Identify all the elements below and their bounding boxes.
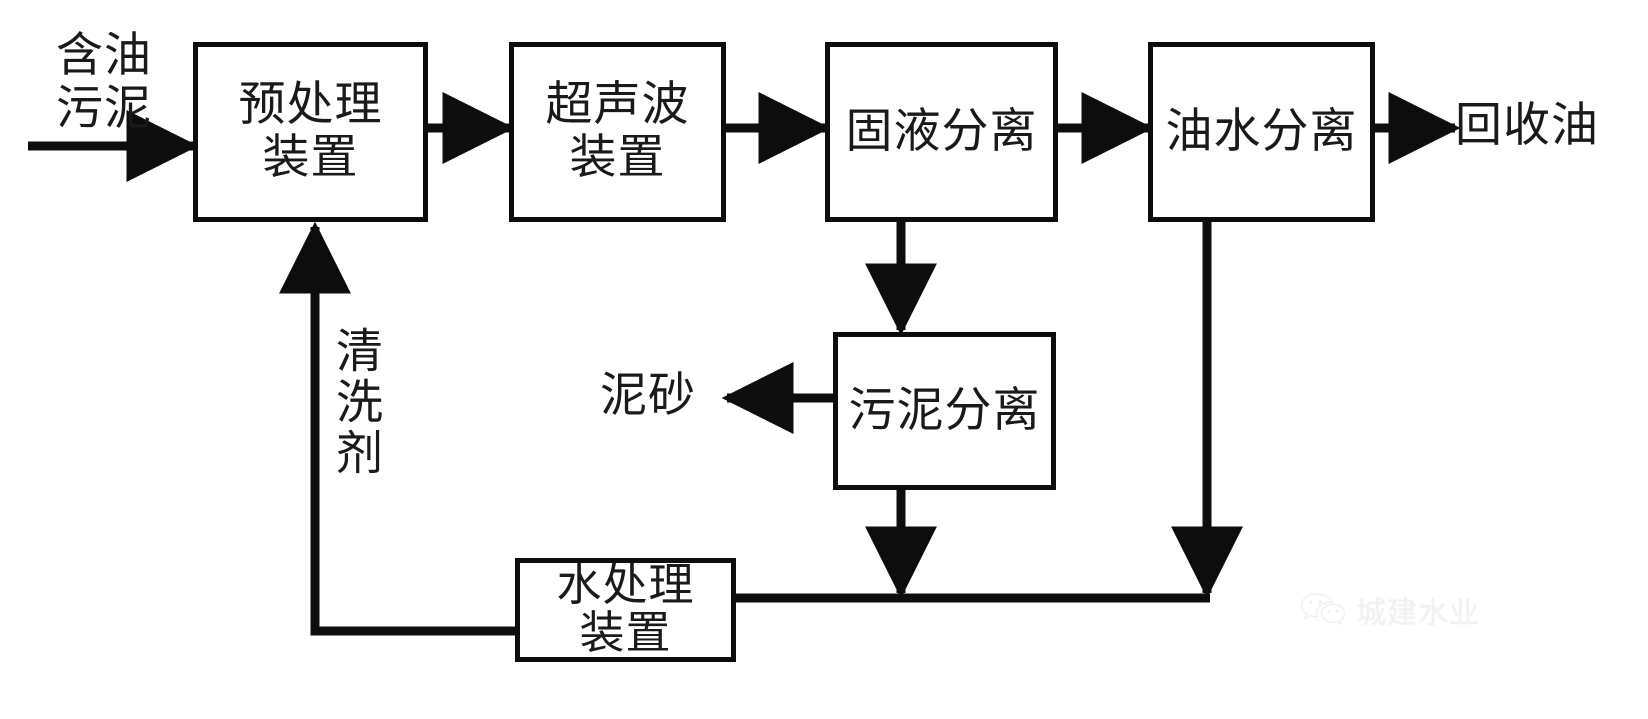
node-water-treatment[interactable]: 水处理 装置 [515, 558, 736, 662]
node-pretreatment[interactable]: 预处理 装置 [193, 42, 428, 222]
label-mud-sand: 泥砂 [600, 370, 696, 422]
node-sludge-separation[interactable]: 污泥分离 [833, 332, 1056, 490]
node-pretreatment-label: 预处理 装置 [238, 79, 383, 184]
node-oil-water-separation-label: 油水分离 [1165, 105, 1358, 158]
node-ultrasonic[interactable]: 超声波 装置 [509, 42, 726, 222]
edge-water-treatment-to-pretreatment-return [279, 221, 517, 636]
node-ultrasonic-label: 超声波 装置 [545, 79, 690, 184]
label-feed: 含油 污泥 [56, 30, 152, 135]
node-solid-liquid-separation[interactable]: 固液分离 [825, 42, 1058, 222]
node-water-treatment-label: 水处理 装置 [556, 560, 695, 658]
node-oil-water-separation[interactable]: 油水分离 [1148, 42, 1375, 222]
node-sludge-separation-label: 污泥分离 [848, 384, 1041, 437]
label-detergent: 清洗剂 [328, 326, 380, 479]
node-solid-liquid-separation-label: 固液分离 [845, 105, 1038, 158]
label-recovered-oil: 回收油 [1455, 100, 1599, 152]
